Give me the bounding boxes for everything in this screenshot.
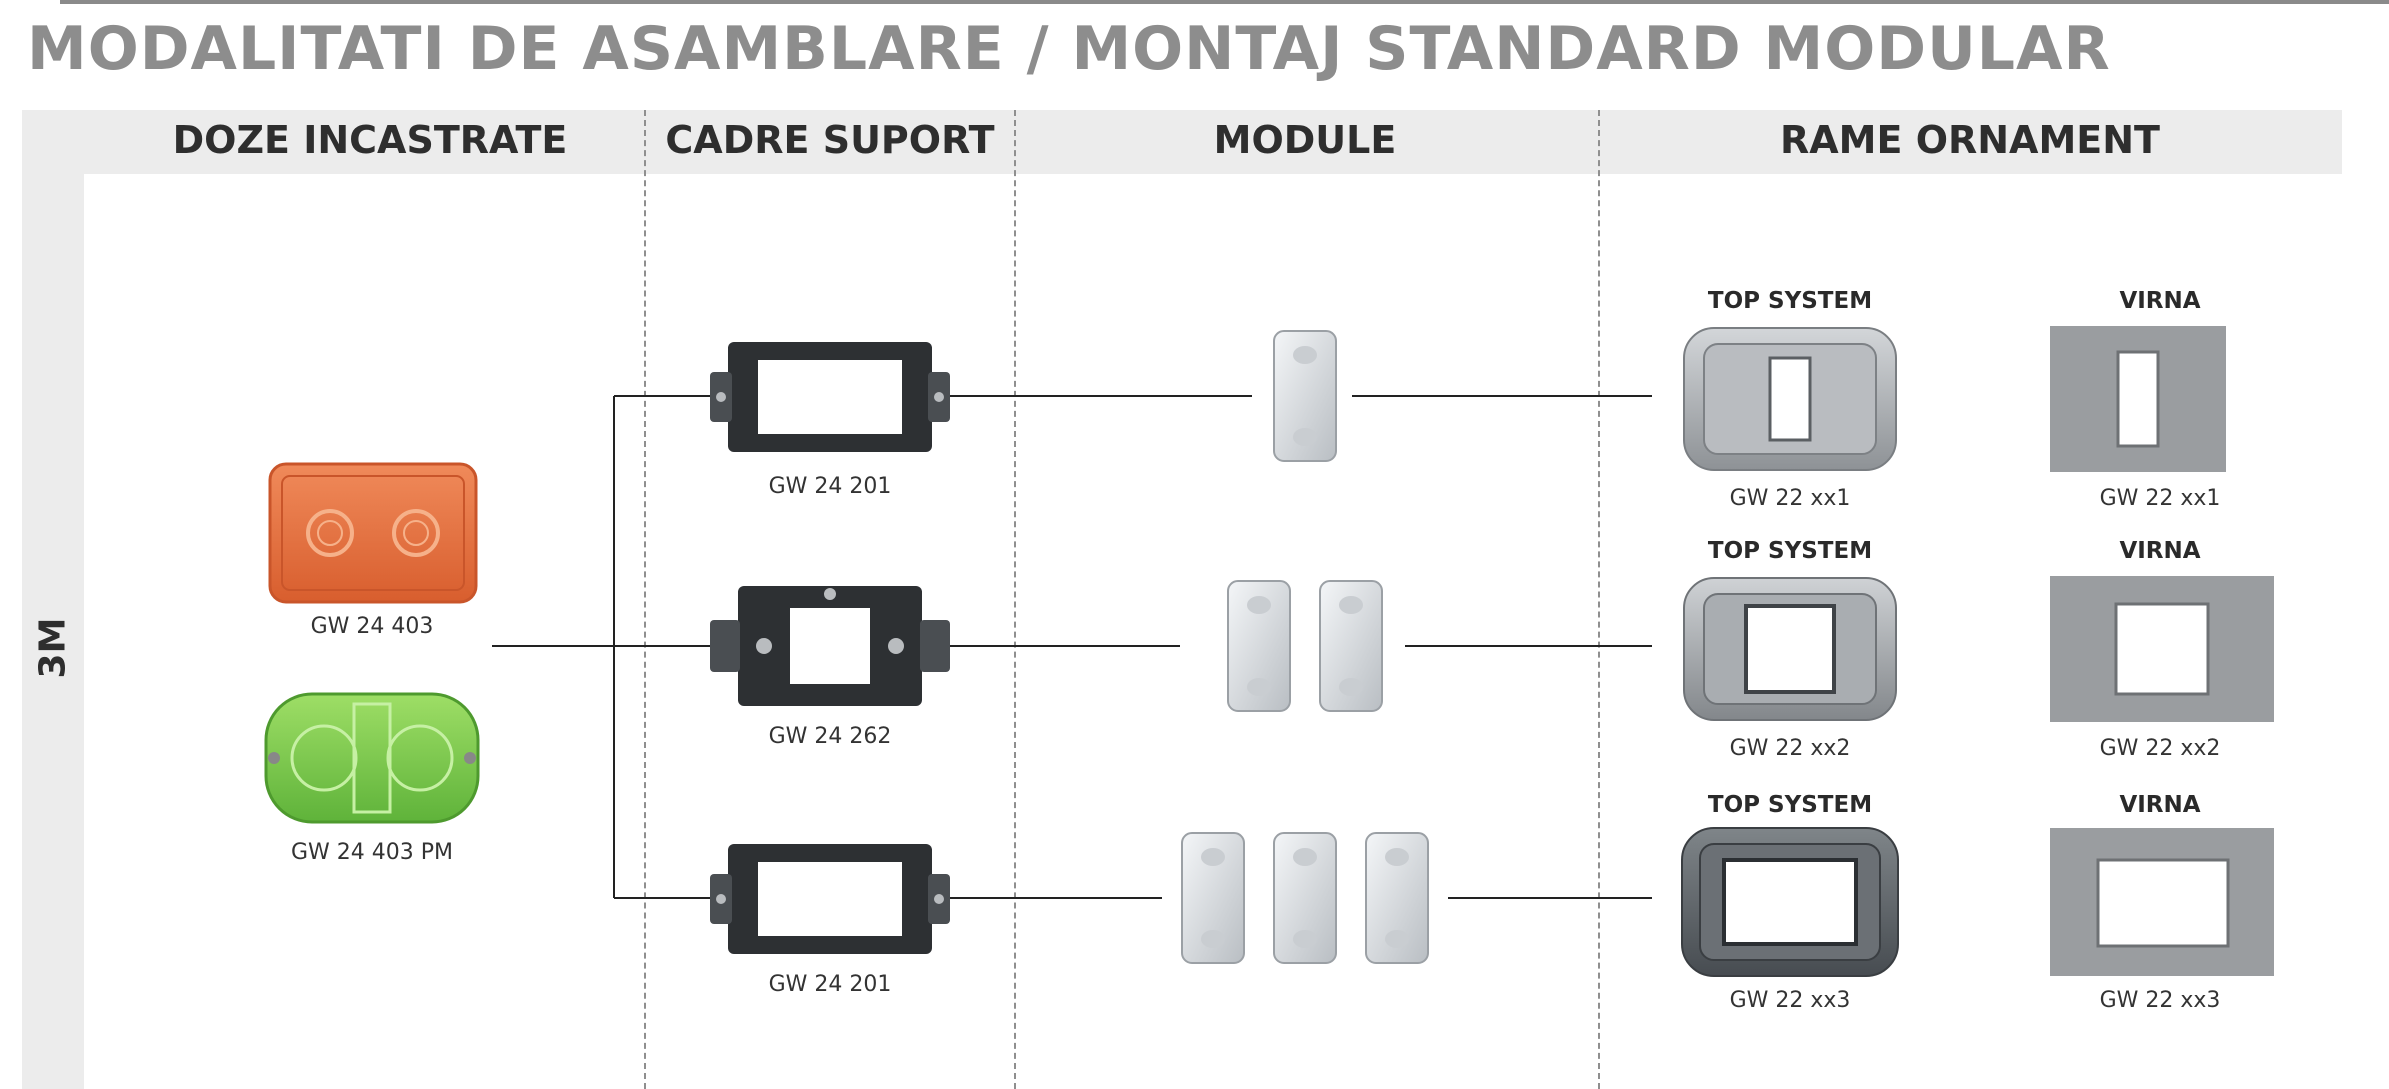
box-code: GW 24 403 — [310, 614, 434, 639]
plate-code: GW 22 xx3 — [1729, 988, 1851, 1013]
plate-code: GW 22 xx3 — [2099, 988, 2221, 1013]
column-divider — [1014, 110, 1016, 1089]
module-key-icon — [1181, 832, 1245, 964]
flush-box-green-icon — [264, 692, 480, 824]
module-key-icon — [1319, 580, 1383, 712]
module-key-icon — [1273, 832, 1337, 964]
module-key-icon — [1227, 580, 1291, 712]
header-band — [22, 110, 2342, 174]
plate-code: GW 22 xx2 — [2099, 736, 2221, 761]
frame-code: GW 24 201 — [768, 972, 892, 997]
plate-series-label: TOP SYSTEM — [1707, 288, 1873, 314]
plate-series-label: VIRNA — [2119, 792, 2201, 818]
column-divider — [1598, 110, 1600, 1089]
module-key-icon — [1273, 330, 1337, 462]
plate-series-label: VIRNA — [2119, 538, 2201, 564]
module-key-icon — [1365, 832, 1429, 964]
plate-series-label: TOP SYSTEM — [1707, 792, 1873, 818]
plate-code: GW 22 xx1 — [2099, 486, 2221, 511]
flush-box-orange-icon — [268, 462, 478, 604]
virna-plate-1m-icon — [2050, 326, 2226, 472]
top-system-plate-3m-icon — [1681, 827, 1899, 977]
plate-series-label: TOP SYSTEM — [1707, 538, 1873, 564]
support-frame-icon — [710, 342, 950, 452]
column-header-modules: MODULE — [1213, 118, 1397, 162]
virna-plate-2m-icon — [2050, 576, 2274, 722]
top-system-plate-2m-icon — [1683, 577, 1897, 721]
support-frame-icon — [710, 586, 950, 706]
page-title: MODALITATI DE ASAMBLARE / MONTAJ STANDAR… — [27, 14, 2111, 84]
top-rule — [60, 0, 2389, 4]
support-frame-icon — [710, 844, 950, 954]
top-system-plate-1m-icon — [1683, 327, 1897, 471]
frame-code: GW 24 201 — [768, 474, 892, 499]
column-header-plates: RAME ORNAMENT — [1780, 118, 2160, 162]
plate-code: GW 22 xx2 — [1729, 736, 1851, 761]
column-header-boxes: DOZE INCASTRATE — [172, 118, 568, 162]
frame-code: GW 24 262 — [768, 724, 892, 749]
box-code: GW 24 403 PM — [290, 840, 454, 865]
column-divider — [644, 110, 646, 1089]
column-header-frames: CADRE SUPORT — [665, 118, 995, 162]
plate-series-label: VIRNA — [2119, 288, 2201, 314]
plate-code: GW 22 xx1 — [1729, 486, 1851, 511]
row-label-band — [22, 110, 84, 1089]
virna-plate-3m-icon — [2050, 828, 2274, 976]
